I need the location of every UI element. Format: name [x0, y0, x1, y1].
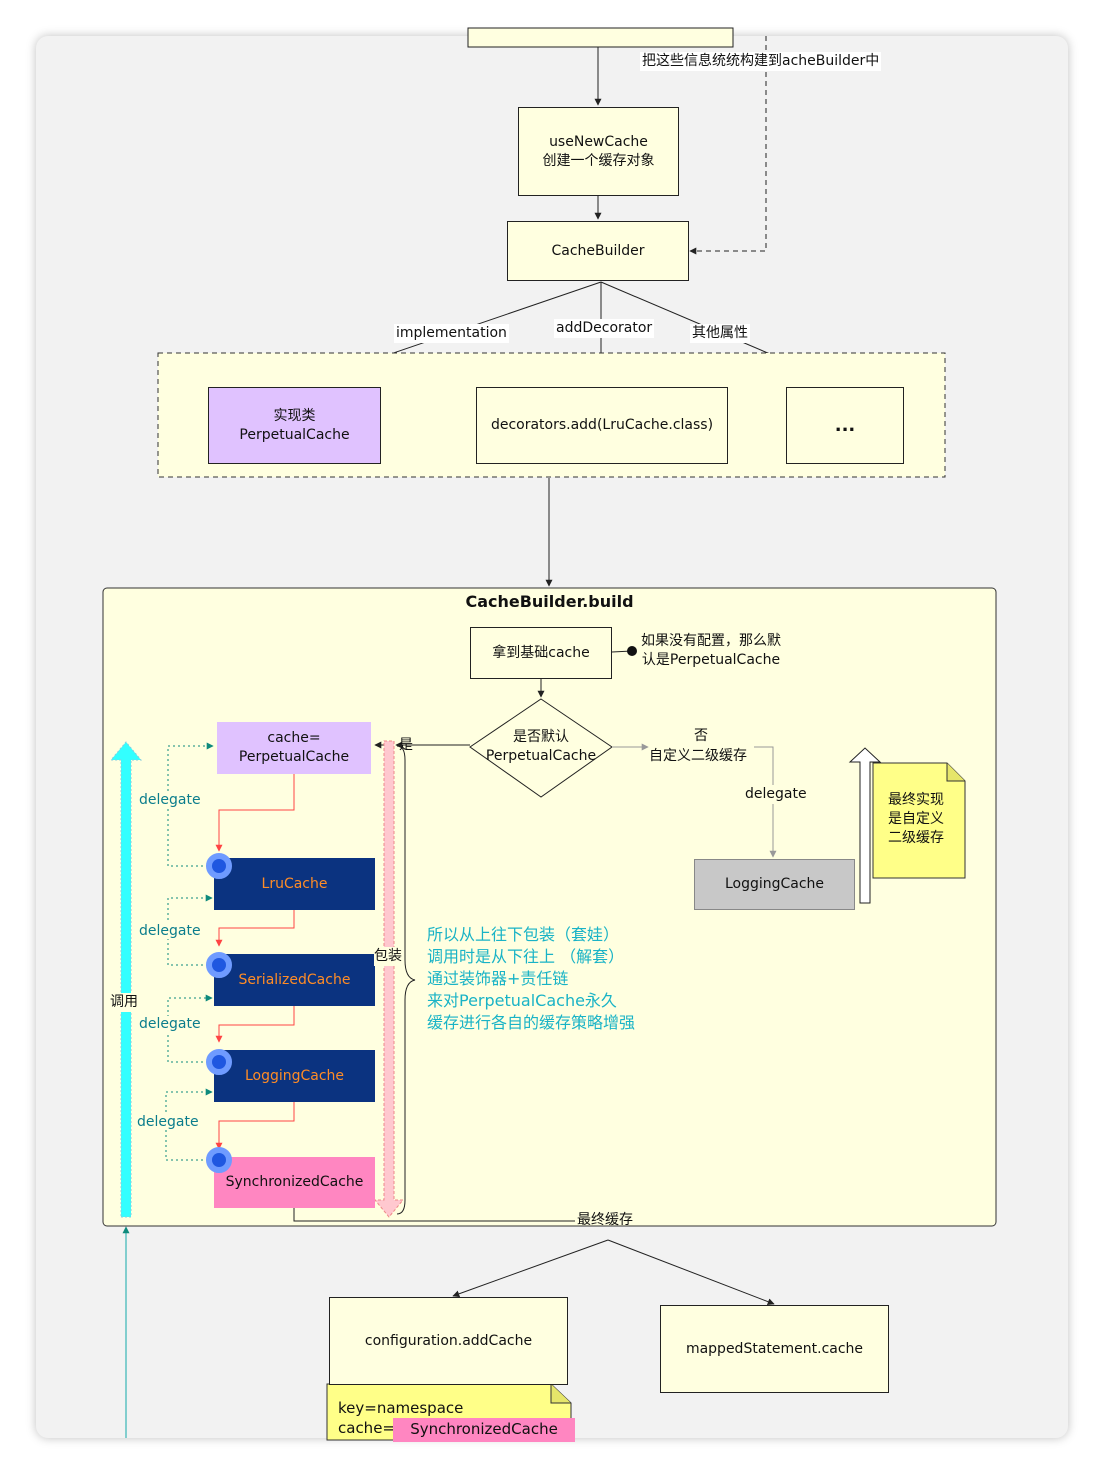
yes-label: 是 — [399, 737, 413, 753]
base-cache-line2: PerpetualCache — [238, 749, 350, 765]
mapped-statement-cache-box: mappedStatement.cache — [660, 1305, 889, 1393]
explain-line-3: 通过装饰器+责任链 — [427, 969, 569, 988]
custom-logging-cache-box: LoggingCache — [694, 859, 855, 910]
final-note-line3: 二级缓存 — [888, 830, 944, 846]
arrow-to-config — [452, 1239, 609, 1298]
explain-line-2: 调用时是从下往上 （解套） — [427, 947, 625, 966]
serialized-cache-box: SerializedCache — [214, 954, 375, 1006]
configuration-add-cache-box: configuration.addCache — [329, 1297, 568, 1385]
default-note: 如果没有配置，那么默 认是PerpetualCache — [641, 632, 781, 670]
explanation-text: 所以从上往下包装（套娃） 调用时是从下往上 （解套） 通过装饰器+责任链 来对P… — [427, 924, 635, 1034]
synchronized-cache-box: SynchronizedCache — [214, 1157, 375, 1208]
decision-line2: PerpetualCache — [485, 748, 597, 764]
top-note: 把这些信息统统构建到acheBuilder中 — [640, 52, 882, 71]
get-base-cache-box: 拿到基础cache — [470, 627, 612, 679]
logging-cache-box: LoggingCache — [214, 1050, 375, 1102]
invoke-label: 调用 — [110, 993, 138, 1012]
custom-delegate-label: delegate — [743, 785, 809, 804]
cache-builder-box: CacheBuilder — [507, 221, 689, 281]
final-hollow-arrow — [848, 747, 882, 904]
impl-line2: PerpetualCache — [239, 426, 350, 443]
lru-cache-box: LruCache — [214, 858, 375, 910]
impl-line1: 实现类 — [273, 407, 316, 424]
edge-label-implementation: implementation — [394, 324, 509, 343]
final-cache-line — [293, 1208, 575, 1222]
delegate-label-4: delegate — [137, 1114, 199, 1130]
final-note: 最终实现 是自定义 二级缓存 — [888, 791, 944, 848]
default-note-line2: 认是PerpetualCache — [641, 652, 781, 668]
lru-start-bubble — [206, 853, 232, 879]
synchronized-start-bubble — [206, 1147, 232, 1173]
default-note-line1: 如果没有配置，那么默 — [641, 633, 781, 649]
custom-cache-label: 自定义二级缓存 — [649, 748, 747, 764]
arrow-custom-to-logging — [754, 746, 777, 858]
final-note-shape — [872, 762, 966, 879]
top-partial-box — [467, 27, 734, 48]
explain-line-5: 缓存进行各自的缓存策略增强 — [427, 1013, 636, 1032]
wrap-label: 包装 — [374, 947, 402, 966]
final-note-line2: 是自定义 — [888, 811, 944, 827]
decision-line1: 是否默认 — [513, 729, 569, 745]
edge-label-other-props: 其他属性 — [690, 324, 750, 343]
ellipsis-box: ... — [786, 387, 904, 464]
impl-perpetual-cache-box: 实现类 PerpetualCache — [208, 387, 381, 464]
decision-text: 是否默认 PerpetualCache — [470, 728, 612, 766]
delegate-label-3: delegate — [139, 1016, 201, 1032]
use-new-cache-box: useNewCache 创建一个缓存对象 — [518, 107, 679, 196]
bottom-note-cache-label: cache= — [338, 1419, 395, 1437]
logging-start-bubble — [206, 1049, 232, 1075]
note-dot — [627, 646, 637, 656]
use-new-cache-line1: useNewCache — [549, 133, 648, 150]
use-new-cache-line2: 创建一个缓存对象 — [542, 152, 655, 169]
wrap-brace — [396, 745, 416, 1215]
base-cache-line1: cache= — [267, 730, 321, 746]
invoke-arrow — [109, 741, 143, 1218]
edge-label-adddecorator: addDecorator — [554, 319, 655, 338]
no-label: 否 — [694, 728, 708, 744]
bottom-note-key: key=namespace — [338, 1399, 464, 1417]
build-title: CacheBuilder.build — [465, 592, 634, 611]
final-cache-label: 最终缓存 — [577, 1212, 633, 1228]
final-note-line1: 最终实现 — [888, 792, 944, 808]
delegate-label-2: delegate — [139, 923, 201, 939]
base-perpetual-cache-box: cache= PerpetualCache — [217, 722, 371, 774]
explain-line-4: 来对PerpetualCache永久 — [427, 991, 617, 1010]
explain-line-1: 所以从上往下包装（套娃） — [427, 925, 620, 944]
arrow-to-mapped — [607, 1239, 775, 1305]
decorators-add-box: decorators.add(LruCache.class) — [476, 387, 728, 464]
serialized-start-bubble — [206, 952, 232, 978]
wrap-arrow — [373, 740, 405, 1218]
delegate-label-1: delegate — [139, 792, 201, 808]
decision-diamond — [469, 698, 613, 798]
arrow-dashed-to-cachebuilder — [689, 36, 767, 255]
bottom-note-cache-value: SynchronizedCache — [393, 1418, 575, 1442]
